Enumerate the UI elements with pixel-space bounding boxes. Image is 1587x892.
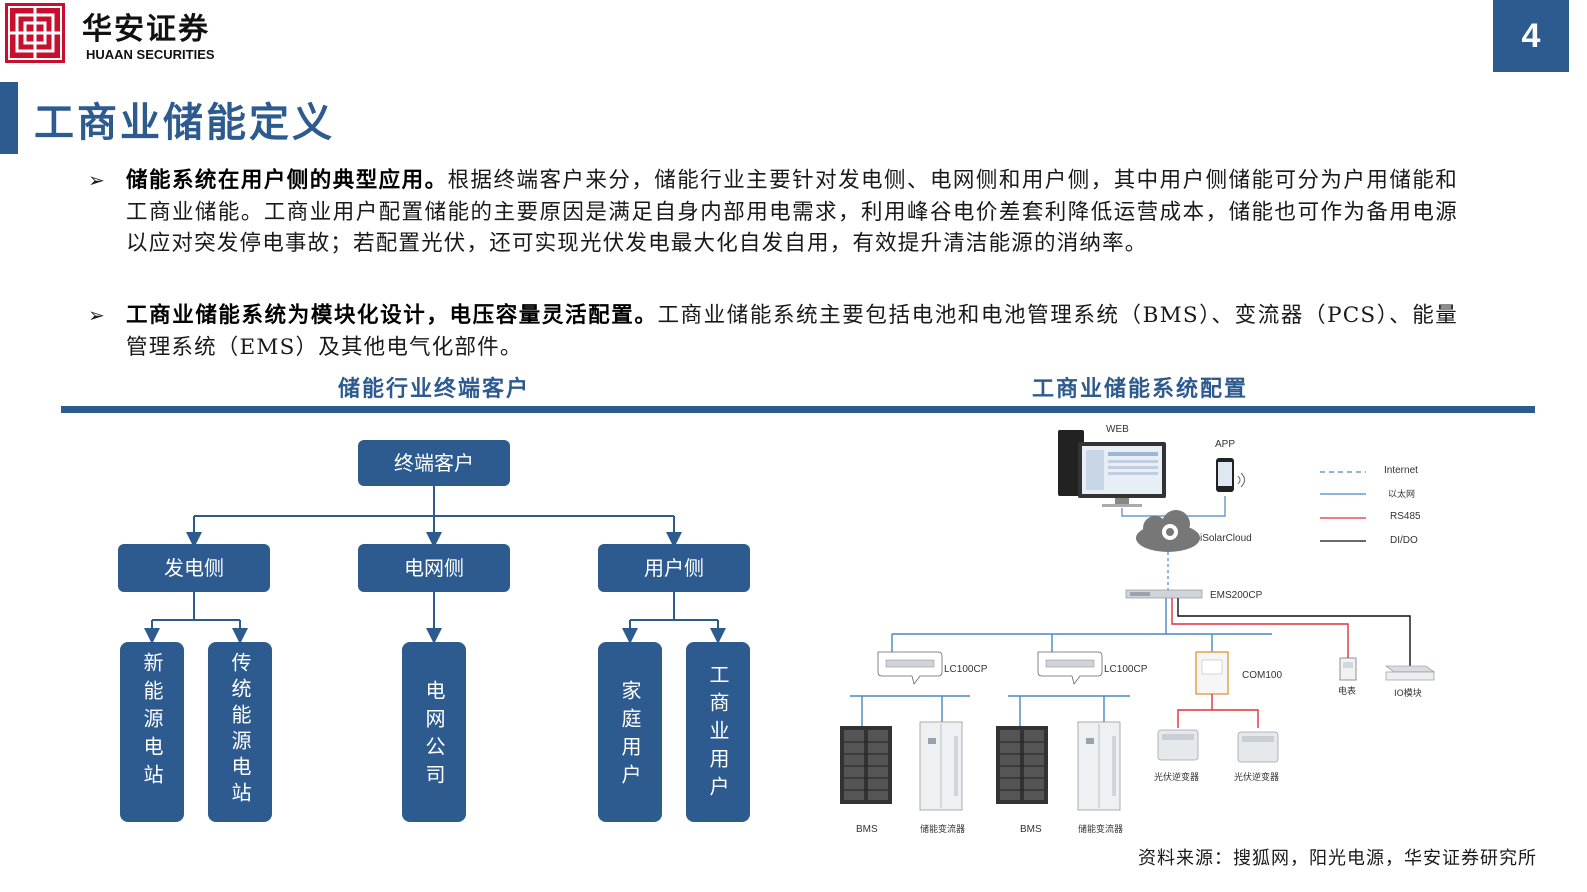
meter-label: 电表: [1338, 685, 1356, 697]
ems-controller-icon: [1125, 589, 1203, 599]
io-label: IO模块: [1394, 687, 1422, 699]
web-label: WEB: [1106, 424, 1129, 435]
bullet-paragraph-1: ➢ 储能系统在用户侧的典型应用。根据终端客户来分，储能行业主要针对发电侧、电网侧…: [88, 165, 1458, 260]
legend-dido: DI/DO: [1390, 535, 1418, 546]
cloud-label: iSolarCloud: [1200, 533, 1252, 544]
tree-node-generation: [118, 544, 270, 592]
page-number-badge: 4: [1493, 0, 1569, 72]
lc-label-2: LC100CP: [1104, 664, 1148, 675]
lc-label-1: LC100CP: [944, 664, 988, 675]
tree-leaf-label: 电网公司: [422, 680, 446, 792]
battery-rack-icon: [996, 726, 1048, 804]
bms-label-2: BMS: [1020, 824, 1042, 835]
tree-leaf-label: 新能源电站: [140, 652, 164, 792]
tree-root-label: 终端客户: [394, 451, 474, 475]
bullet-paragraph-2: ➢ 工商业储能系统为模块化设计，电压容量灵活配置。工商业储能系统主要包括电池和电…: [88, 300, 1458, 363]
end-customer-tree: 终端客户 发电侧 电网侧 用户侧 新能源电站 传统能源电站 电网公司 家庭用户 …: [118, 440, 750, 822]
brand-name-cn: 华安证券: [82, 12, 210, 47]
left-figure-heading: 储能行业终端客户: [338, 376, 531, 402]
legend-internet: Internet: [1384, 465, 1418, 476]
pcs-cabinet-icon: [919, 721, 963, 811]
tree-leaf-label: 传统能源电站: [228, 652, 252, 808]
tree-leaf-label: 工商业用户: [706, 664, 730, 804]
arrow-bullet-icon: ➢: [88, 303, 105, 327]
tree-node-grid-company: [402, 642, 466, 822]
tree-level2-label: 用户侧: [644, 556, 704, 580]
bullet-2-lead: 工商业储能系统为模块化设计，电压容量灵活配置。: [126, 303, 658, 328]
pv-inverter-icon: [1237, 731, 1279, 763]
page-title: 工商业储能定义: [34, 99, 335, 146]
pv-inverter-icon: [1157, 729, 1199, 761]
right-figure-heading: 工商业储能系统配置: [1032, 376, 1249, 402]
system-config-diagram: WEB APP iSolarCloud EMS200CP LC100CP: [840, 424, 1435, 835]
inverter-label-2: 光伏逆变器: [1234, 771, 1279, 783]
bullet-2-body: 工商业储能系统主要包括电池和电池管理系统（BMS）、变流器（PCS）、能量管理系…: [126, 303, 1459, 360]
com-box-icon: [1195, 651, 1229, 695]
tree-node-root: [358, 440, 510, 486]
tree-node-traditional: [208, 642, 272, 822]
pcs-cabinet-icon: [1077, 721, 1121, 811]
battery-rack-icon: [840, 726, 892, 804]
legend-ethernet: 以太网: [1388, 488, 1415, 500]
io-module-icon: [1385, 665, 1435, 681]
tree-node-grid: [358, 544, 510, 592]
brand-name-en: HUAAN SECURITIES: [86, 47, 215, 62]
bullet-1-lead: 储能系统在用户侧的典型应用。: [126, 168, 448, 193]
cloud-icon: [1136, 510, 1200, 552]
legend-rs485: RS485: [1390, 511, 1421, 522]
ems-label: EMS200CP: [1210, 590, 1263, 601]
com-label: COM100: [1242, 670, 1282, 681]
tree-level2-label: 电网侧: [404, 556, 464, 580]
title-accent-bar: [0, 82, 18, 154]
pcs-label-2: 储能变流器: [1078, 823, 1123, 835]
tree-node-household: [598, 642, 662, 822]
heading-rule: [61, 406, 1535, 413]
source-note: 资料来源：搜狐网，阳光电源，华安证券研究所: [1138, 848, 1537, 869]
line-legend: Internet 以太网 RS485 DI/DO: [1320, 465, 1421, 546]
tree-node-user: [598, 544, 750, 592]
tree-node-new-energy: [120, 642, 184, 822]
bms-label-1: BMS: [856, 824, 878, 835]
huaan-logo: [5, 3, 65, 63]
bullet-1-body: 根据终端客户来分，储能行业主要针对发电侧、电网侧和用户侧，其中用户侧储能可分为户…: [126, 168, 1458, 256]
tree-leaf-label: 家庭用户: [618, 680, 642, 792]
app-label: APP: [1215, 439, 1235, 450]
arrow-bullet-icon: ➢: [88, 168, 105, 192]
lc-controller-icon: [877, 651, 943, 685]
inverter-label-1: 光伏逆变器: [1154, 771, 1199, 783]
pcs-label-1: 储能变流器: [920, 823, 965, 835]
tree-connectors: [144, 486, 726, 644]
lc-controller-icon: [1037, 651, 1103, 685]
tree-node-commercial: [686, 642, 750, 822]
mobile-phone-icon: [1216, 458, 1245, 492]
electric-meter-icon: [1339, 657, 1357, 681]
tree-level2-label: 发电侧: [164, 556, 224, 580]
desktop-computer-icon: [1058, 430, 1166, 507]
